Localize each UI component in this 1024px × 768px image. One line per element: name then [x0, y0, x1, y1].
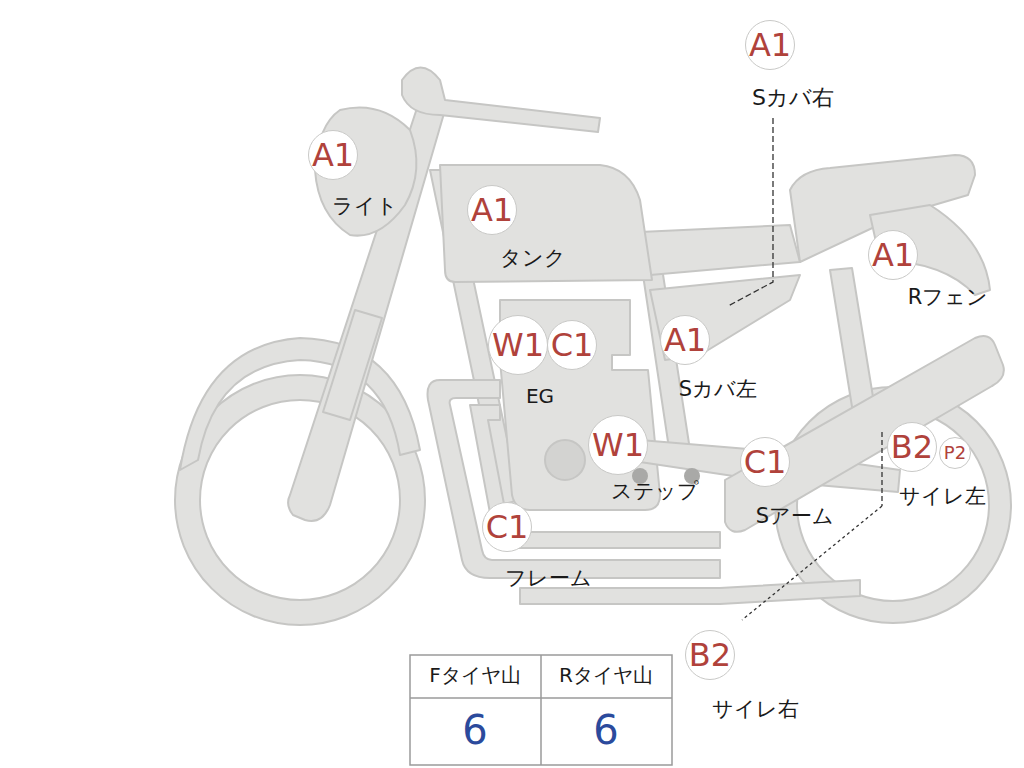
part-label: フレーム	[505, 567, 592, 590]
callout-code: A1	[312, 139, 354, 171]
callout-code: P2	[944, 444, 966, 462]
leader-line	[742, 506, 882, 620]
callout-circle: B2	[887, 422, 937, 472]
part-label: サイレ左	[899, 485, 986, 508]
callout-code: C1	[744, 446, 787, 478]
table-frame	[410, 655, 672, 765]
callout-circle: A1	[660, 315, 710, 365]
part-label: ライト	[332, 195, 398, 218]
callout-circle: B2	[685, 630, 735, 680]
table-cell: 6	[593, 708, 618, 752]
callout-code: C1	[486, 511, 529, 543]
fork-sleeve	[323, 310, 382, 420]
front-fork	[288, 105, 445, 521]
part-label: Sカバ左	[679, 378, 757, 401]
table-rule	[540, 655, 542, 765]
part-label: タンク	[500, 247, 566, 270]
callout-code: A1	[872, 239, 914, 271]
rear-fender	[870, 205, 990, 295]
callout-circle: P2	[939, 437, 971, 469]
callout-circle: A1	[308, 130, 358, 180]
handlebar	[402, 68, 600, 133]
part-label: EG	[526, 385, 554, 407]
leader-line	[728, 118, 773, 306]
leader-line	[881, 432, 882, 506]
front-fender	[180, 338, 420, 470]
callout-code: W1	[492, 329, 544, 361]
callout-code: A1	[471, 194, 513, 226]
callout-circle: W1	[588, 415, 648, 475]
callout-circle: C1	[740, 437, 791, 488]
callout-circle: W1	[488, 315, 548, 375]
callout-code: C1	[551, 329, 594, 361]
callout-code: B2	[891, 431, 933, 463]
part-label: Rフェン	[908, 286, 989, 309]
muffler	[725, 336, 1004, 532]
callout-circle: A1	[868, 230, 918, 280]
part-label: サイレ右	[712, 698, 799, 721]
seat-base	[638, 225, 800, 275]
table-cell: Rタイヤ山	[559, 664, 653, 686]
part-label: ステップ	[611, 480, 699, 503]
callout-code: A1	[664, 324, 706, 356]
callout-code: B2	[689, 639, 731, 671]
table-cell: Fタイヤ山	[429, 664, 521, 686]
part-label: Sカバ右	[752, 86, 834, 110]
callout-circle: C1	[482, 502, 533, 553]
callout-circle: A1	[467, 185, 517, 235]
table-cell: 6	[462, 708, 487, 752]
callout-circle: C1	[547, 320, 598, 371]
tank	[440, 165, 652, 282]
callout-circle: A1	[745, 20, 795, 70]
engine-cover	[545, 440, 585, 480]
callout-code: W1	[592, 429, 644, 461]
part-label: Sアーム	[756, 505, 834, 528]
callout-code: A1	[749, 29, 791, 61]
